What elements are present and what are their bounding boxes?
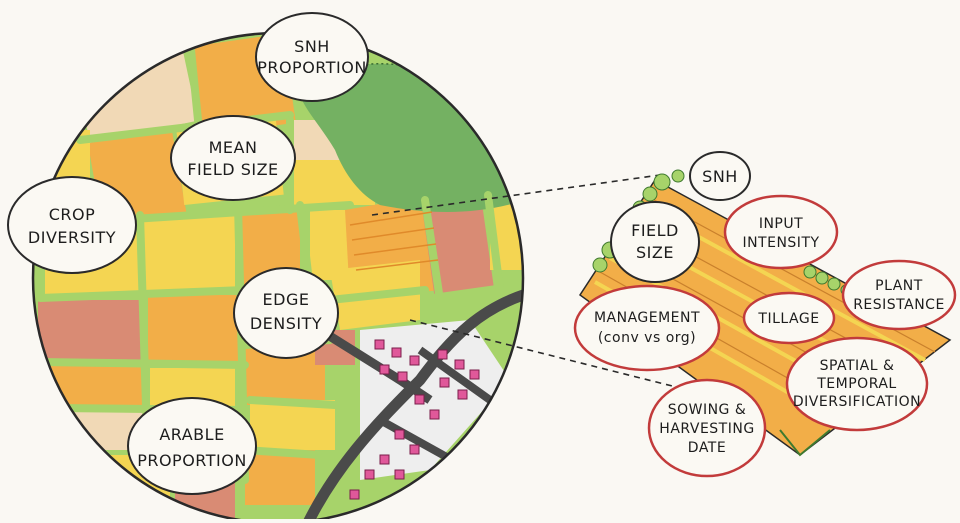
label-line: (conv vs org) — [598, 330, 696, 346]
label-tillage: TILLAGE — [742, 291, 836, 345]
label-line: RESISTANCE — [853, 297, 945, 313]
label-line: DIVERSIFICATION — [793, 394, 921, 410]
label-crop-diversity: CROP DIVERSITY — [7, 176, 137, 274]
label-line: HARVESTING — [659, 421, 754, 437]
field-patch — [45, 362, 145, 407]
label-line: TEMPORAL — [816, 376, 896, 392]
label-line: FIELD — [631, 221, 679, 240]
label-sowing-harvesting: SOWING & HARVESTING DATE — [647, 378, 767, 478]
field-patch — [38, 300, 143, 360]
label-arable-proportion: ARABLE PROPORTION — [127, 397, 257, 495]
field-patch — [140, 215, 235, 290]
village-houses — [349, 339, 480, 500]
label-plant-resistance: PLANT RESISTANCE — [841, 259, 957, 331]
field-patch — [250, 400, 335, 450]
label-line: SOWING & — [668, 402, 747, 418]
label-line: PROPORTION — [257, 58, 367, 77]
field-stripes — [349, 211, 439, 271]
label-input-intensity: INPUT INTENSITY — [723, 194, 839, 270]
label-line: PLANT — [875, 278, 923, 294]
hedgerow — [592, 169, 852, 296]
label-line: CROP — [49, 205, 96, 224]
label-mean-field-size: MEAN FIELD SIZE — [170, 115, 296, 201]
label-edge-density: EDGE DENSITY — [233, 267, 339, 359]
label-line: EDGE — [263, 290, 310, 309]
main-road — [294, 284, 523, 523]
label-line: MEAN — [209, 138, 258, 157]
label-line: DENSITY — [250, 314, 322, 333]
field-patch — [148, 295, 238, 365]
label-line: TILLAGE — [757, 311, 819, 327]
field-edge-detail — [779, 429, 831, 457]
connector-top — [371, 174, 661, 216]
label-snh: SNH — [689, 151, 751, 201]
label-line: DATE — [688, 440, 726, 456]
field-patch — [422, 201, 494, 294]
label-spatial-temporal: SPATIAL & TEMPORAL DIVERSIFICATION — [785, 336, 929, 432]
label-line: SIZE — [636, 243, 674, 262]
label-line: SPATIAL & — [820, 358, 895, 374]
label-line: ARABLE — [159, 425, 224, 444]
village-area — [360, 320, 510, 480]
field-labels: SNH FIELD SIZE INPUT INTENSITY PLANT RES… — [573, 151, 957, 478]
landscape-labels: SNH PROPORTION MEAN FIELD SIZE CROP DIVE… — [7, 12, 369, 495]
label-line: INTENSITY — [742, 235, 819, 251]
label-line: FIELD SIZE — [187, 160, 278, 179]
label-line: MANAGEMENT — [594, 310, 700, 326]
label-management: MANAGEMENT (conv vs org) — [573, 284, 721, 372]
label-line: SNH — [294, 37, 330, 56]
label-snh-proportion: SNH PROPORTION — [255, 12, 369, 102]
label-line: PROPORTION — [137, 451, 247, 470]
field-patch — [245, 450, 315, 505]
label-field-size: FIELD SIZE — [610, 201, 700, 283]
label-line: SNH — [702, 167, 738, 186]
connector-bottom — [409, 319, 701, 394]
road-branch — [417, 346, 493, 404]
zoom-connectors — [371, 174, 701, 394]
label-line: DIVERSITY — [28, 228, 116, 247]
label-line: INPUT — [759, 216, 803, 232]
